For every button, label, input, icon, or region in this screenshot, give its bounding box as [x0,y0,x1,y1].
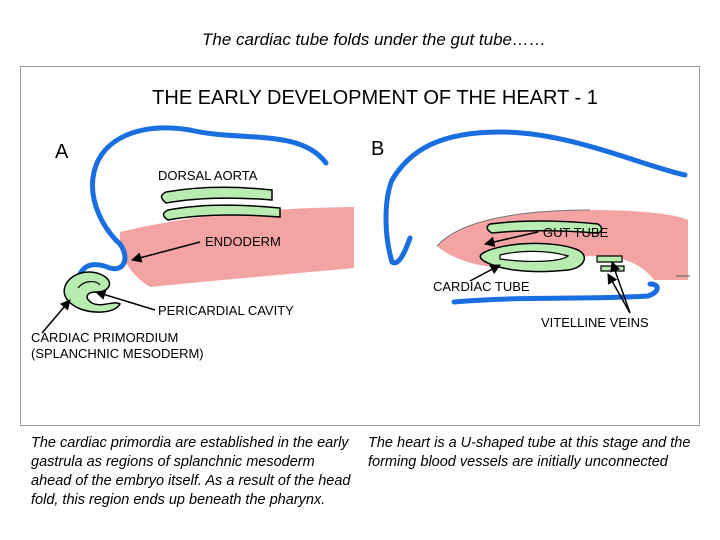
vitelline-vein-lower [601,266,624,271]
caption-right: The heart is a U-shaped tube at this sta… [368,434,703,472]
panel-label-a: A [55,141,69,163]
label-cardiac-primordium: CARDIAC PRIMORDIUM [31,330,178,345]
label-splanchnic-mesoderm: (SPLANCHNIC MESODERM) [31,346,204,361]
label-dorsal-aorta: DORSAL AORTA [158,168,258,183]
label-gut-tube: GUT TUBE [543,225,609,240]
arrow-cardiac-primordium [42,300,70,333]
label-vitelline-veins: VITELLINE VEINS [541,315,649,330]
caption-left: The cardiac primordia are established in… [31,434,351,510]
label-pericardial-cavity: PERICARDIAL CAVITY [158,303,294,318]
vitelline-vein-upper [597,256,622,262]
cardiac-primordium-a [64,272,120,312]
diagram-heading: THE EARLY DEVELOPMENT OF THE HEART - 1 [152,87,598,109]
label-cardiac-tube: CARDIAC TUBE [433,279,530,294]
dorsal-aorta-a-upper [162,187,273,203]
panel-label-b: B [371,138,384,160]
label-endoderm: ENDODERM [205,234,281,249]
